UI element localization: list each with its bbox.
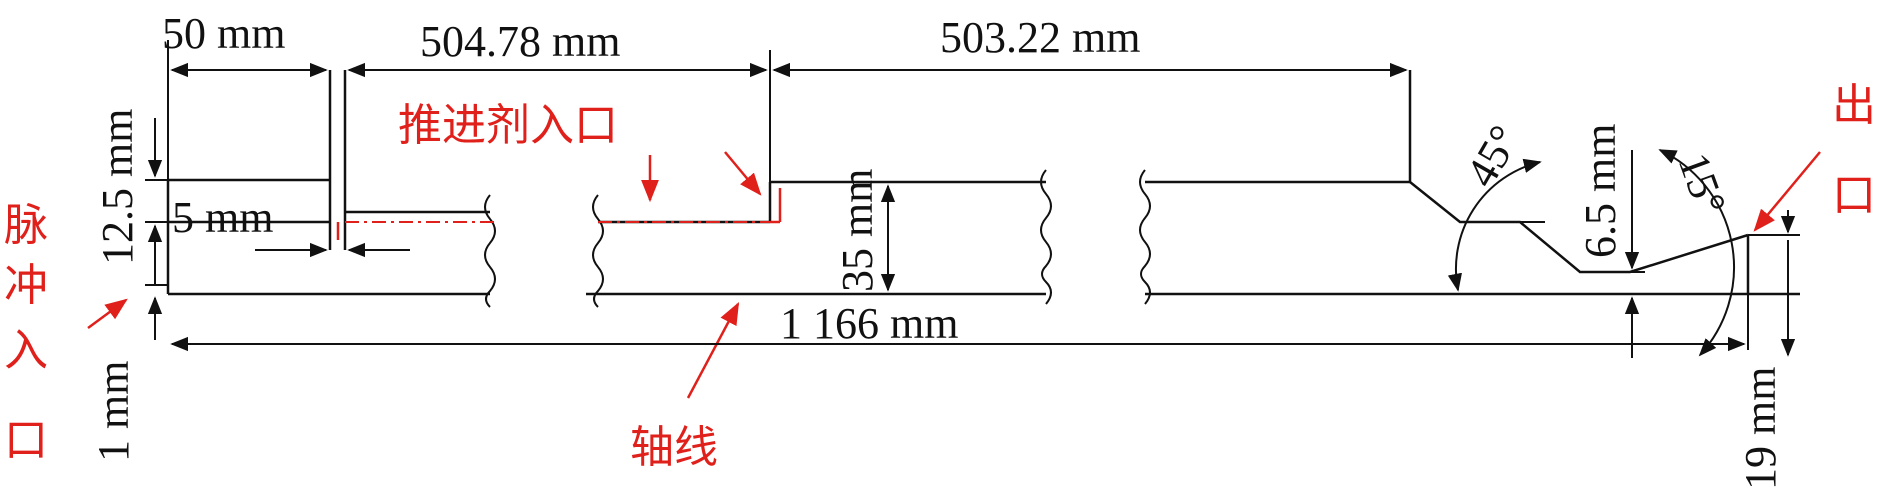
dim-504-78: 504.78 mm	[420, 17, 620, 66]
dimension-lines	[145, 40, 1796, 358]
dim-5: 5 mm	[172, 193, 273, 242]
axis-arrow	[686, 302, 740, 399]
dim-19: 19 mm	[1736, 367, 1785, 490]
dimension-texts: 50 mm 504.78 mm 503.22 mm 5 mm 1 166 mm …	[89, 9, 1785, 490]
annotation-labels: 脉 冲 入 口 推进剂入口 轴线 出 口	[4, 80, 1876, 473]
pulse-inlet-char-4: 口	[4, 415, 48, 466]
dim-6-5: 6.5 mm	[1576, 124, 1625, 258]
outlet-char-2: 口	[1832, 170, 1876, 221]
break-line-2	[592, 194, 604, 308]
dim-503-22: 503.22 mm	[940, 13, 1140, 62]
break-line-3	[1040, 169, 1052, 305]
dim-50: 50 mm	[162, 9, 285, 58]
propellant-arrow-2	[724, 151, 762, 196]
angle-45: 45°	[1456, 117, 1529, 195]
outlet-char-1: 出	[1832, 80, 1876, 131]
axis-label: 轴线	[630, 422, 718, 473]
angle-arc-15	[1658, 149, 1735, 357]
pulse-inlet-char-1: 脉	[4, 200, 48, 251]
pulse-inlet-char-3: 入	[4, 325, 48, 376]
dim-1: 1 mm	[89, 361, 138, 462]
angle-arc-45	[1447, 158, 1542, 292]
red-annotations	[87, 151, 1821, 399]
dim-12-5: 12.5 mm	[93, 109, 142, 265]
break-line-1	[484, 194, 496, 308]
angle-15: 15°	[1669, 147, 1736, 222]
pulse-inlet-char-2: 冲	[4, 260, 48, 311]
dim-35: 35 mm	[833, 169, 882, 292]
outlet-arrow	[1753, 151, 1821, 232]
propellant-inlet-label: 推进剂入口	[398, 100, 618, 151]
dim-1166: 1 166 mm	[780, 299, 958, 348]
pulse-inlet-arrow	[87, 298, 128, 330]
break-line-4	[1139, 169, 1151, 305]
